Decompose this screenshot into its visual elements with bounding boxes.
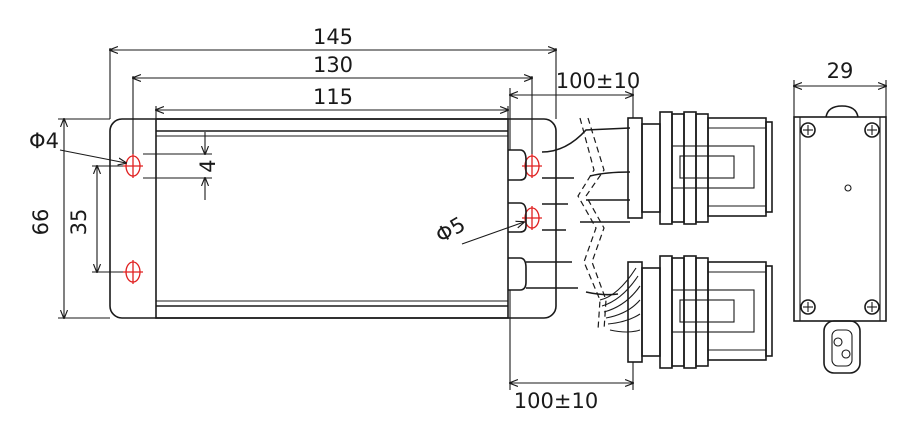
dim-overall-length: 145 [313,25,353,49]
dim-cable-length-top: 100±10 [556,69,640,93]
dim-mount-spacing: 130 [313,53,353,77]
dim-cable-length-bottom: 100±10 [514,389,598,413]
enclosure-front-view [109,118,557,319]
dim-hole-diameter: Φ4 [29,129,59,153]
dim-body-length: 115 [313,85,353,109]
screw-icon [800,122,880,315]
dim-hole-spacing: 35 [67,209,91,236]
enclosure-side-view [793,105,887,374]
mounting-hole-top [123,154,143,178]
dim-hole-offset: 4 [196,159,220,172]
connector-bottom [627,255,773,369]
mounting-hole-bottom [123,260,143,284]
connector-top [627,111,773,225]
dim-depth: 29 [827,59,854,83]
cable-lines [526,117,641,333]
dim-gland-diameter: Φ5 [432,212,470,248]
dim-overall-height: 66 [29,209,53,236]
cable-glands [508,149,527,291]
mounting-hole-right-mid [522,206,542,230]
dimension-lines [58,48,886,390]
mounting-hole-right-top [522,154,542,178]
